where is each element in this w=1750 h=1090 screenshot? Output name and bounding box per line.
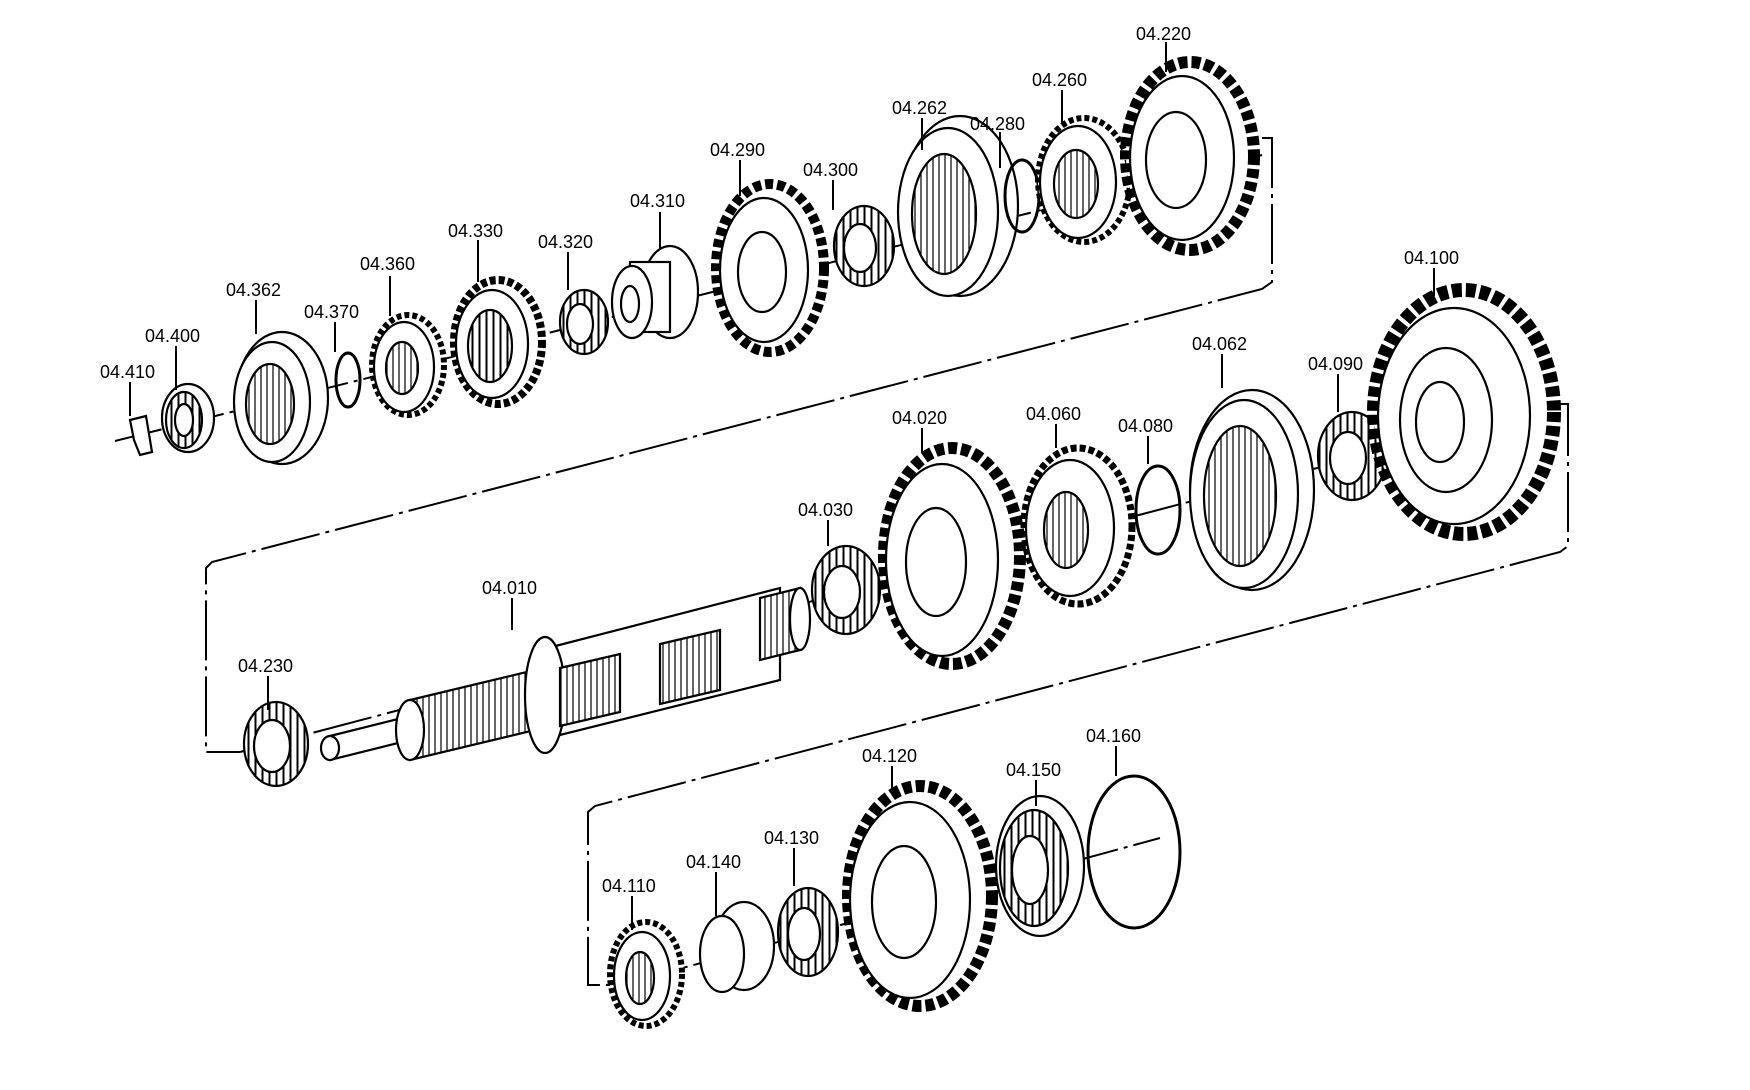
part-04-300-needle-bearing [842,222,878,274]
part-labels: 04.220 04.260 04.262 04.280 04.290 04.30… [100,24,1459,896]
part-04-410-lock-washer [128,414,154,457]
part-04-160-snap-ring [1086,774,1182,930]
label-04-300: 04.300 [803,160,858,180]
middle-shaft-parts [242,283,1561,788]
label-04-370: 04.370 [304,302,359,322]
upper-return-bracket [205,137,1273,753]
label-04-060: 04.060 [1026,404,1081,424]
label-04-020: 04.020 [892,408,947,428]
upper-shaft-parts [128,56,1260,466]
label-04-120: 04.120 [862,746,917,766]
label-04-080: 04.080 [1118,416,1173,436]
label-04-220: 04.220 [1136,24,1191,44]
label-04-310: 04.310 [630,191,685,211]
label-04-362: 04.362 [226,280,281,300]
label-04-260: 04.260 [1032,70,1087,90]
label-04-090: 04.090 [1308,354,1363,374]
part-04-320-needle-bearing [565,302,595,346]
label-04-030: 04.030 [798,500,853,520]
label-04-262: 04.262 [892,98,947,118]
label-04-230: 04.230 [238,656,293,676]
part-04-030-needle-bearing [822,564,862,620]
part-04-080-circlip [1134,464,1182,556]
label-04-110: 04.110 [602,876,656,896]
lower-shaft-parts [607,774,1182,1029]
part-04-090-needle-bearing [1328,430,1368,486]
label-04-140: 04.140 [686,852,741,872]
label-04-400: 04.400 [145,326,200,346]
label-04-130: 04.130 [764,828,819,848]
label-04-320: 04.320 [538,232,593,252]
label-04-360: 04.360 [360,254,415,274]
part-04-140-bush [698,914,746,994]
label-04-280: 04.280 [970,114,1025,134]
middle-return-bracket [587,403,1569,986]
label-04-160: 04.160 [1086,726,1141,746]
part-04-010-main-shaft [319,586,812,762]
label-04-330: 04.330 [448,221,503,241]
label-04-010: 04.010 [482,578,537,598]
label-04-410: 04.410 [100,362,155,382]
part-04-370-circlip [334,351,362,409]
label-04-290: 04.290 [710,140,765,160]
label-04-100: 04.100 [1404,248,1459,268]
label-04-062: 04.062 [1192,334,1247,354]
part-04-230-bearing [252,718,292,774]
label-04-150: 04.150 [1006,760,1061,780]
part-04-130-needle-bearing [786,906,822,962]
leader-lines [129,42,1435,930]
